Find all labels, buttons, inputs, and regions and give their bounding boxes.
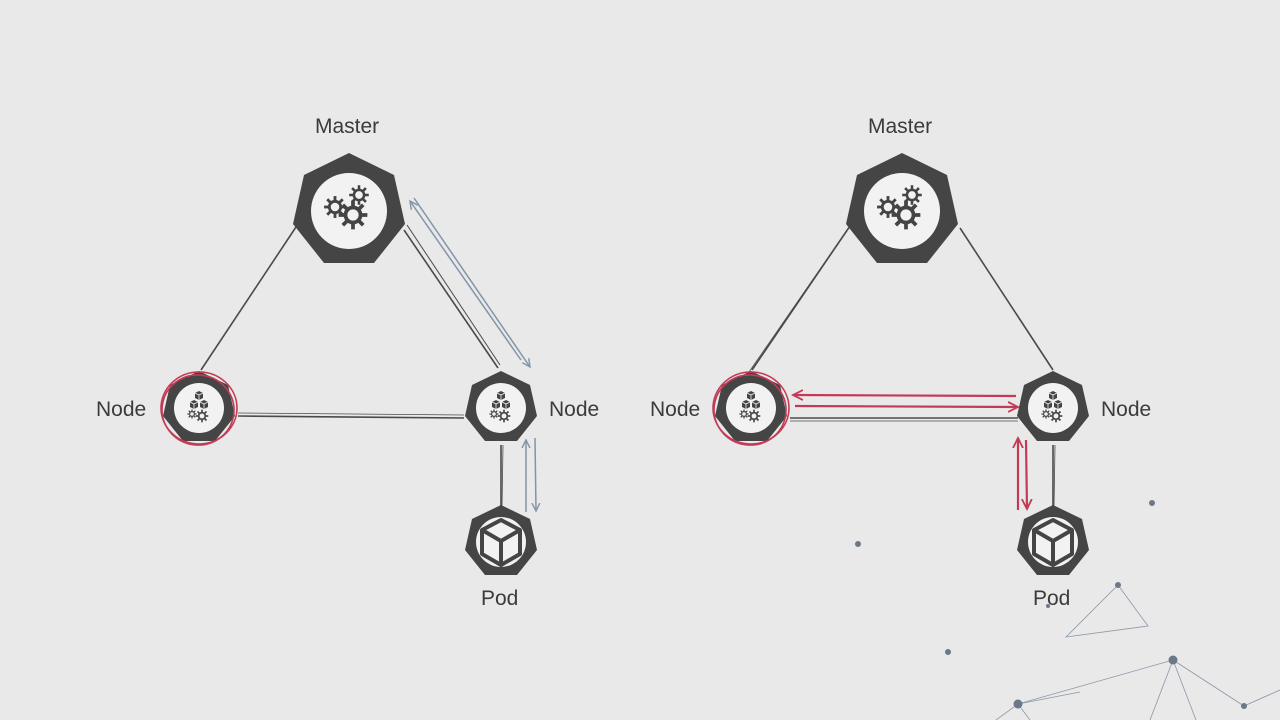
flow-arrow-node-to-master bbox=[410, 201, 522, 361]
pod-icon bbox=[1017, 505, 1089, 575]
master-icon bbox=[293, 153, 405, 263]
node-left-label-right: Node bbox=[650, 398, 701, 421]
master-label-left: Master bbox=[315, 115, 380, 138]
flow-arrow-node-to-pod bbox=[1026, 439, 1027, 509]
pod-icon bbox=[465, 505, 537, 575]
node-left-label-left: Node bbox=[96, 398, 147, 421]
edge-master-node-left bbox=[200, 226, 297, 371]
right-edges bbox=[748, 225, 1056, 507]
highlight-ring-left bbox=[712, 371, 790, 446]
pod-label-left: Pod bbox=[481, 587, 519, 610]
left-flow-arrows bbox=[410, 197, 536, 512]
flow-arrow-node-left-to-node-right bbox=[794, 406, 1018, 407]
node-right-icon bbox=[465, 371, 537, 441]
node-right-icon bbox=[1017, 371, 1089, 441]
flow-arrow-master-to-node bbox=[413, 197, 530, 367]
master-label-right: Master bbox=[868, 115, 933, 138]
node-right-label-left: Node bbox=[549, 398, 600, 421]
node-right-label-right: Node bbox=[1101, 398, 1152, 421]
flow-arrow-node-right-to-node-left bbox=[793, 395, 1017, 396]
edge-node-right-pod-2 bbox=[501, 444, 504, 507]
left-edges bbox=[200, 224, 504, 507]
left-diagram bbox=[160, 153, 537, 575]
edge-node-left-node-right bbox=[237, 415, 465, 419]
edge-node-right-pod-2 bbox=[1053, 444, 1056, 507]
right-diagram bbox=[712, 153, 1089, 575]
edge-master-node-right bbox=[959, 227, 1054, 371]
highlight-ring-left bbox=[160, 371, 238, 446]
edge-master-node-right-2 bbox=[406, 224, 501, 366]
flow-arrow-node-to-pod-down bbox=[535, 437, 536, 511]
edge-master-node-left-2 bbox=[748, 229, 848, 373]
pod-label-right: Pod bbox=[1033, 587, 1071, 610]
decorative-network bbox=[855, 500, 1280, 720]
edge-master-node-right bbox=[403, 229, 499, 369]
edge-node-left-node-right-2 bbox=[237, 412, 465, 416]
right-flow-arrows bbox=[793, 395, 1027, 510]
master-icon bbox=[846, 153, 958, 263]
